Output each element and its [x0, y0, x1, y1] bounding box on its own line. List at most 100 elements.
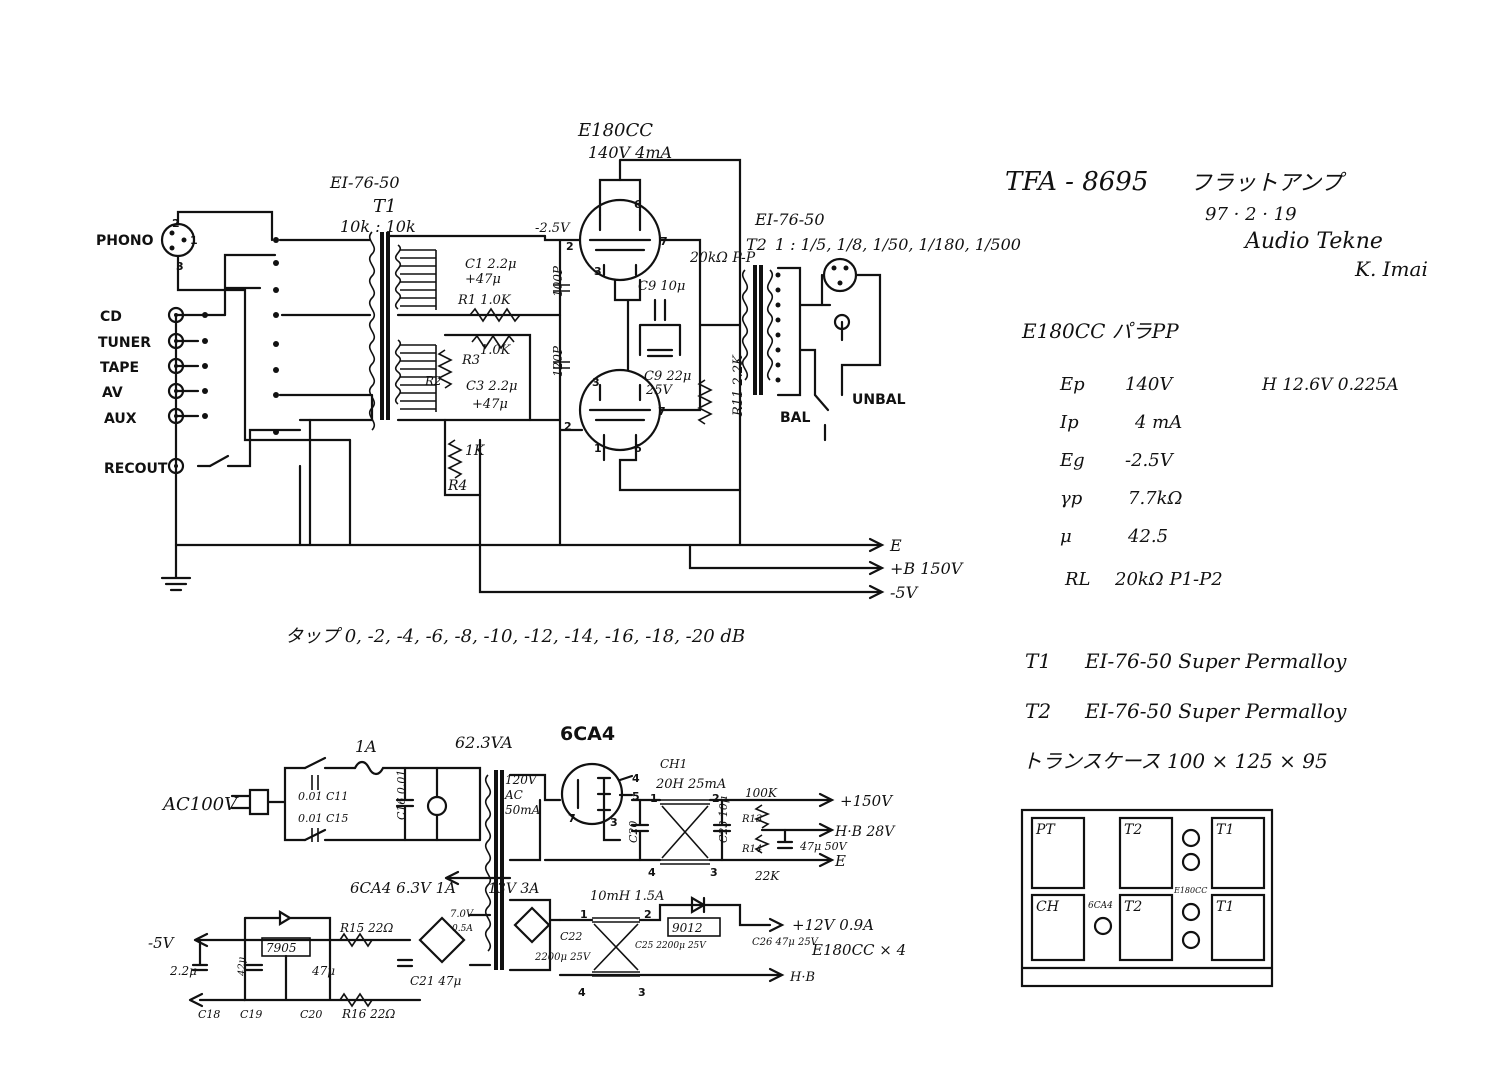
r4-resistor: [447, 439, 463, 479]
t1-ratio: 10k : 10k: [340, 217, 416, 236]
tube-lower-cathode: [602, 443, 742, 492]
reg-2-diode: [690, 896, 707, 914]
c9b-label: C9 22μ: [644, 369, 691, 384]
tube-section: E180CC 140V 4mA -2.5V 2 3 6 7 3 2 1 6 7 …: [535, 120, 742, 547]
pin-7-lower: 7: [658, 405, 666, 418]
ch1-spec: 20H 25mA: [655, 777, 726, 792]
layout-tube-socket-1: [1181, 828, 1201, 848]
selector-common: [278, 238, 372, 397]
plate-to-t2: [658, 238, 742, 412]
neg5-wiring: [193, 913, 492, 967]
hb-cap: [776, 828, 794, 850]
spec-mu-val: 42.5: [1127, 526, 1168, 547]
heater-winding-label: 6CA4 6.3V 1A: [350, 879, 456, 897]
layout-t2a-box: [1118, 816, 1174, 890]
pt-ac-label: AC: [504, 788, 523, 802]
layout-ch-box: [1030, 893, 1086, 962]
ch2-pin-4: 4: [578, 986, 586, 999]
reg-9012-label: 9012: [672, 921, 703, 935]
plate-supply: [618, 158, 742, 547]
input-label-recout: RECOUT: [104, 461, 168, 477]
c9-capacitors: [638, 298, 682, 358]
c25-label: C25 2200μ 25V: [635, 941, 707, 951]
output-jack-wires: [820, 273, 882, 397]
c9v-label: 25V: [645, 383, 674, 398]
ch2-pin-3: 3: [638, 986, 646, 999]
input-label-cd: CD: [100, 309, 122, 325]
phono-wires: [176, 210, 352, 442]
spec-mu-key: μ: [1060, 526, 1072, 547]
r1-resistor: [469, 307, 521, 323]
t1-spec-desc: EI-76-50 Super Permalloy: [1084, 649, 1347, 673]
out-e: E: [834, 852, 846, 870]
selector-wires: [223, 253, 277, 317]
layout-ch-label: CH: [1036, 899, 1060, 915]
layout-t2b-box: [1118, 893, 1174, 962]
chassis-layout: PT T2 T1 CH 6CA4 T2 E180CC T1: [1020, 808, 1274, 988]
layout-tube-socket-2: [1181, 852, 1201, 872]
spec-ep-val: 140V: [1125, 374, 1174, 395]
brand-name: Audio Tekne: [1243, 229, 1383, 254]
t2-taps: [775, 272, 781, 383]
c23-label: C23 10μ: [717, 796, 730, 843]
t2-secondary: [766, 269, 774, 381]
c23-cap: [712, 798, 732, 862]
c21-label: C21 47μ: [410, 974, 462, 988]
layout-tubes-label: E180CC: [1173, 886, 1207, 895]
c16-label: C16 0.01: [395, 770, 408, 820]
pt-hv-current: 50mA: [505, 803, 541, 817]
input-section: 2 1 3 PHONO CD TUNER TAPE AV AUX RECOUT: [96, 210, 374, 592]
c22u-label: 2.2μ: [169, 964, 197, 978]
lv-05a: 0.5A: [452, 924, 473, 934]
bal-xlr-jack: [822, 257, 858, 293]
out-12v: +12V 0.9A: [792, 916, 874, 934]
choke-1: [660, 799, 710, 865]
layout-tube-label: 6CA4: [1088, 901, 1113, 911]
rect-pin-5: 5: [632, 790, 640, 803]
power-switch: [303, 756, 482, 842]
lv-filter-wires: [558, 903, 782, 977]
rectifier-leads: [602, 774, 634, 842]
spec-ep-key: Ep: [1059, 374, 1085, 395]
lv-winding-label: 13V 3A: [488, 881, 539, 897]
c3-label: C3 2.2μ: [466, 379, 517, 394]
lv-7v: 7.0V: [450, 909, 475, 920]
out-hb: H·B 28V: [834, 824, 896, 840]
psu-rectifier-name: 6CA4: [560, 723, 615, 745]
spec-rp-val: 7.7kΩ: [1128, 488, 1183, 509]
ch1-pin-2: 2: [712, 792, 720, 805]
c3b-label: +47μ: [472, 397, 508, 412]
heater-tubes: E180CC × 4: [811, 941, 906, 959]
selector-return: [298, 393, 374, 422]
bleeder-resistors: [753, 804, 771, 854]
rectifier-electrodes: [576, 776, 612, 812]
spec-ip-val: 4 mA: [1134, 412, 1182, 433]
c16-cap: [395, 766, 415, 842]
layout-t1b-box: [1210, 893, 1266, 962]
chassis-ground-symbol: [160, 543, 192, 592]
layout-t1a-box: [1210, 816, 1266, 890]
recout-switch-blade: [208, 454, 230, 468]
ch2-pin-1: 1: [580, 908, 588, 921]
spec-rl-key: RL: [1064, 569, 1091, 590]
specs-heading: E180CC パラPP: [1021, 319, 1179, 343]
drawing-date: 97 · 2 · 19: [1205, 204, 1297, 225]
spec-ip-key: Ip: [1059, 412, 1079, 433]
r2-label: R2: [424, 374, 442, 388]
bal-switch: [813, 393, 830, 442]
model-type: フラットアンプ: [1190, 171, 1346, 196]
bal-label: BAL: [780, 410, 811, 426]
fuse-line: [353, 760, 482, 842]
heater-spec: H 12.6V 0.225A: [1261, 375, 1399, 395]
pin-label-2: 2: [172, 217, 180, 230]
psu-ac-input: AC100V: [161, 794, 239, 815]
t1-transformer: EI-76-50 T1 10k : 10k: [329, 173, 562, 431]
rail-e-label: E: [889, 536, 902, 555]
rect-pin-4: 4: [632, 772, 640, 785]
layout-rectifier-socket: [1093, 916, 1113, 936]
chassis-outline: [1020, 808, 1274, 988]
out-150v: +150V: [840, 792, 894, 810]
t1-id: T1: [373, 196, 396, 217]
tube-specs: E180CC パラPP Ep 140V H 12.6V 0.225A Ip 4 …: [1021, 319, 1399, 590]
r16-label: R16 22Ω: [341, 1007, 395, 1021]
